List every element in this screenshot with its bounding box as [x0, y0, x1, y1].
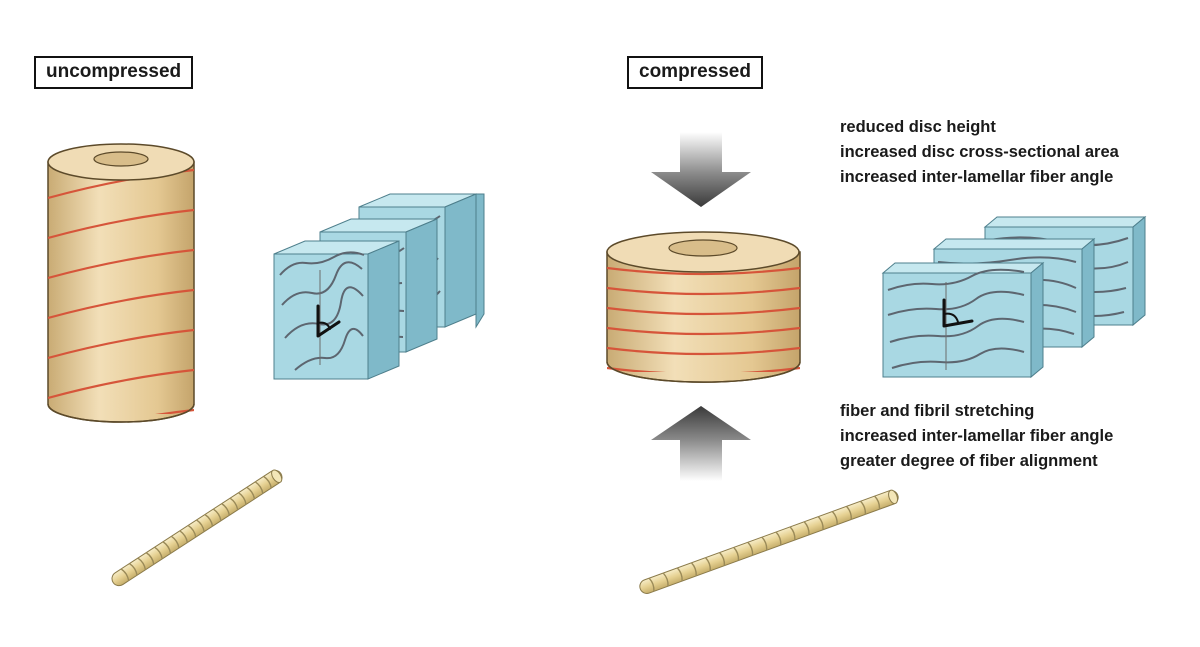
- note-line: increased inter-lamellar fiber angle: [840, 168, 1114, 186]
- note-line: increased inter-lamellar fiber angle: [840, 427, 1114, 445]
- uncompressed-label: uncompressed: [34, 56, 194, 89]
- compressed-lamellae: [881, 215, 1147, 379]
- compression-effects-fibers: fiber and fibril stretching increased in…: [840, 399, 1113, 474]
- angle-icon: [316, 304, 341, 338]
- compression-effects-disc: reduced disc height increased disc cross…: [840, 115, 1119, 190]
- compressed-disc: [606, 231, 801, 383]
- angle-icon: [942, 298, 974, 328]
- note-line: greater degree of fiber alignment: [840, 452, 1098, 470]
- uncompressed-lamellae: [273, 193, 485, 380]
- note-line: reduced disc height: [840, 118, 996, 136]
- note-line: fiber and fibril stretching: [840, 402, 1035, 420]
- arrow-up-icon: [651, 406, 751, 481]
- uncompressed-fibril: [111, 469, 283, 587]
- uncompressed-disc: [47, 143, 195, 423]
- compressed-label: compressed: [627, 56, 763, 89]
- note-line: increased disc cross-sectional area: [840, 143, 1119, 161]
- compressed-fibril: [639, 489, 899, 594]
- arrow-down-icon: [651, 132, 751, 207]
